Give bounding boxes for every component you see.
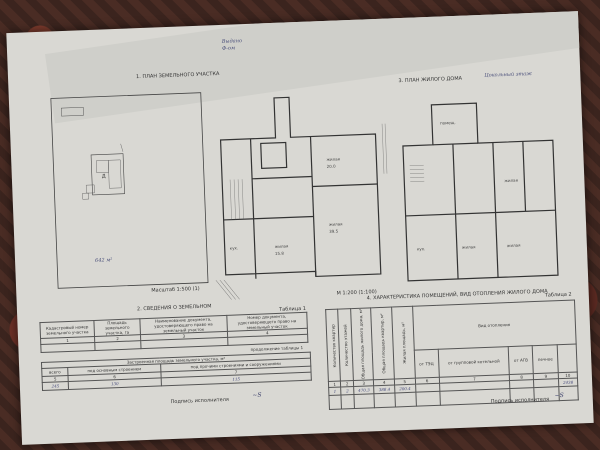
t2-header-4: Общая площадь квартир, м²	[371, 307, 395, 380]
svg-text:жилая: жилая	[329, 221, 343, 227]
signature-left: ~Ѕ	[252, 391, 262, 399]
technical-passport-sheet: Выдано Ф-ом 1. ПЛАН ЗЕМЕЛЬНОГО УЧАСТКА 3…	[6, 11, 594, 445]
svg-text:39.5: 39.5	[329, 229, 339, 234]
t2-header-6: Вид отопления	[412, 300, 577, 351]
t2-heating-1: от ТЭЦ	[413, 349, 440, 378]
t1-header-2: Площадь земельного участка, га	[93, 318, 141, 337]
header-handwriting-2: Ф-ом	[221, 45, 236, 52]
svg-text:Д: Д	[102, 173, 106, 179]
svg-text:кух.: кух.	[230, 245, 239, 250]
t2-header-3: Общая площадь жилого дома, м²	[350, 307, 374, 381]
floor-plan-main: жилая 20.0 жилая 39.5 жилая 15.8 кух.	[215, 96, 388, 300]
t2-heating-3: от АГВ	[508, 346, 534, 375]
characteristics-table: Количество квартир Количество этажей Общ…	[325, 299, 579, 410]
floor-plan-basement: помещ. жилая жилая жилая кух.	[402, 102, 559, 282]
land-scale: Масштаб 1:500 (1)	[151, 285, 200, 294]
land-area-note: 642 м²	[94, 257, 113, 264]
svg-text:помещ.: помещ.	[440, 120, 456, 126]
land-plot-plan: Д	[50, 92, 209, 289]
t2-heating-4: печное	[532, 345, 559, 374]
signature-label-left: Подпись исполнителя	[170, 396, 229, 406]
section-house-plan-title: 3. ПЛАН ЖИЛОГО ДОМА	[398, 75, 463, 85]
svg-text:жилая: жилая	[504, 178, 518, 184]
svg-text:жилая: жилая	[507, 243, 521, 249]
svg-text:15.8: 15.8	[275, 251, 285, 256]
signature-right: ~Ѕ	[554, 392, 564, 400]
svg-text:жилая: жилая	[275, 243, 289, 249]
svg-text:кух.: кух.	[417, 246, 426, 251]
table1-continuation: продолжение таблицы 1	[250, 344, 304, 352]
svg-text:20.0: 20.0	[327, 164, 337, 169]
basement-note: Цокольный этаж	[484, 70, 533, 79]
t2-heating-2: от групповой котельной	[437, 347, 510, 377]
signature-label-right: Подпись исполнителя	[490, 396, 550, 405]
svg-text:жилая: жилая	[462, 244, 476, 250]
section-land-info-title: 2. СВЕДЕНИЯ О ЗЕМЕЛЬНОМ	[136, 303, 212, 313]
built-area-table: Застроенная площадь земельного участка, …	[41, 352, 312, 391]
table2-label: Таблица 2	[544, 291, 572, 299]
t1-sub-val-1: 245	[42, 381, 69, 391]
t2-header-5: Жилая площадь, м²	[391, 306, 415, 379]
header-handwriting-1: Выдано	[221, 38, 243, 45]
svg-text:жилая: жилая	[326, 156, 340, 162]
